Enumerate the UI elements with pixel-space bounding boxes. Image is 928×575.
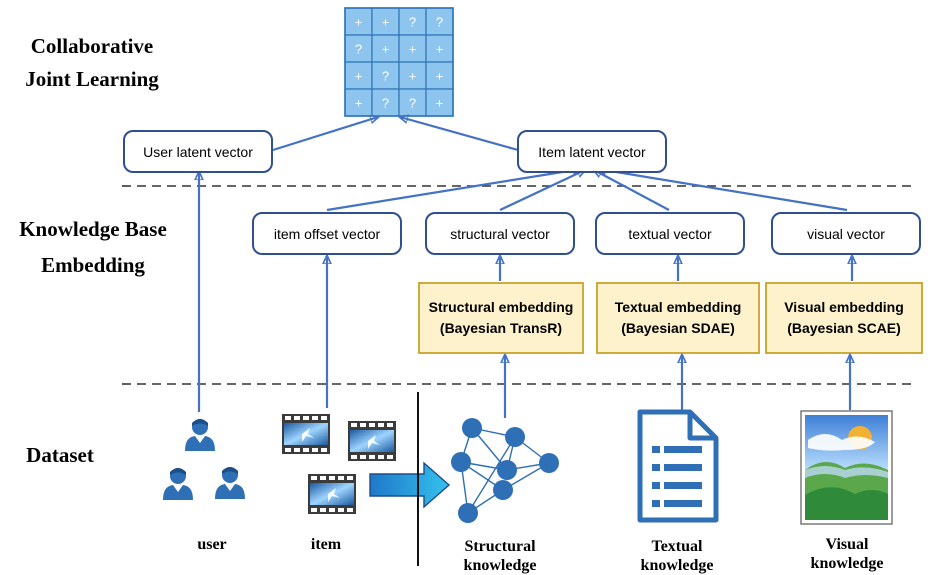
- item-offset-vector-label: item offset vector: [274, 226, 381, 242]
- arrow-structural-to-item-latent: [499, 170, 585, 211]
- visual-embedding-title: Visual embedding: [784, 299, 904, 315]
- matrix-cell-symbol: +: [409, 69, 417, 84]
- visual-embedding-box: Visual embedding (Bayesian SCAE): [765, 282, 923, 354]
- matrix-cell-symbol: ?: [436, 15, 443, 30]
- structural-embedding-title: Structural embedding: [429, 299, 574, 315]
- matrix-cell-symbol: +: [436, 96, 444, 111]
- structural-embedding-method: (Bayesian TransR): [440, 320, 562, 336]
- section-label-dataset: Dataset: [26, 443, 94, 467]
- structural-embedding-box: Structural embedding (Bayesian TransR): [418, 282, 584, 354]
- matrix-cell-symbol: +: [355, 69, 363, 84]
- matrix-cell: [371, 61, 400, 90]
- structural-vector-label: structural vector: [450, 226, 550, 242]
- arrow-user-to-matrix: [272, 117, 378, 152]
- landscape-image-icon: [800, 410, 893, 525]
- textual-embedding-box: Textual embedding (Bayesian SDAE): [596, 282, 760, 354]
- textual-vector-box: textual vector: [595, 212, 745, 255]
- arrow-textual-to-item-latent: [594, 170, 670, 211]
- matrix-cell-symbol: +: [355, 15, 363, 30]
- caption-textual-line2: knowledge: [641, 557, 714, 574]
- caption-textual-line1: Textual: [652, 538, 704, 555]
- visual-vector-box: visual vector: [771, 212, 921, 255]
- arrow-offset-to-item-latent: [326, 169, 581, 212]
- structural-vector-box: structural vector: [425, 212, 575, 255]
- arrow-visual-to-item-latent: [598, 169, 848, 212]
- item-offset-vector-box: item offset vector: [252, 212, 402, 255]
- caption-visual-line2: knowledge: [811, 555, 884, 572]
- visual-embedding-method: (Bayesian SCAE): [787, 320, 901, 336]
- visual-vector-label: visual vector: [807, 226, 885, 242]
- caption-visual-line1: Visual: [826, 536, 870, 553]
- matrix-cell-symbol: +: [409, 42, 417, 57]
- matrix-cell-symbol: ?: [382, 96, 389, 111]
- knowledge-graph-icon: [451, 418, 559, 523]
- matrix-cell: [425, 34, 454, 63]
- item-latent-vector-box: Item latent vector: [517, 130, 667, 173]
- big-arrow-item-to-structural-icon: [369, 461, 451, 509]
- matrix-cell-symbol: +: [355, 96, 363, 111]
- caption-structural-line2: knowledge: [464, 557, 537, 574]
- matrix-cell-symbol: ?: [409, 15, 416, 30]
- user-latent-vector-box: User latent vector: [123, 130, 273, 173]
- textual-embedding-method: (Bayesian SDAE): [621, 320, 735, 336]
- matrix-cell-symbol: +: [382, 15, 390, 30]
- matrix-cell-symbol: ?: [382, 69, 389, 84]
- matrix-cell: [371, 88, 400, 117]
- matrix-cell: [425, 88, 454, 117]
- matrix-cell: [425, 61, 454, 90]
- item-latent-vector-label: Item latent vector: [538, 144, 646, 160]
- document-icon: [637, 409, 719, 523]
- connectors: [199, 117, 852, 418]
- section-label-joint-learning: Joint Learning: [25, 67, 159, 91]
- item-film-icon: [282, 414, 396, 514]
- caption-structural-line1: Structural: [464, 538, 536, 555]
- textual-embedding-title: Textual embedding: [615, 299, 742, 315]
- textual-vector-label: textual vector: [628, 226, 712, 242]
- section-label-collaborative: Collaborative: [31, 34, 153, 58]
- section-label-embedding: Embedding: [41, 253, 145, 277]
- rating-matrix: + +??? + + + +? + + +?? +: [344, 7, 454, 117]
- matrix-cell-symbol: +: [436, 42, 444, 57]
- matrix-cell-symbol: ?: [409, 96, 416, 111]
- caption-item: item: [311, 536, 342, 553]
- matrix-cell-symbol: +: [382, 42, 390, 57]
- user-latent-vector-label: User latent vector: [143, 144, 253, 160]
- matrix-cell-symbol: +: [436, 69, 444, 84]
- user-group-icon: [163, 419, 245, 500]
- caption-user: user: [197, 536, 226, 553]
- arrow-item-to-matrix: [400, 117, 519, 152]
- matrix-cell-symbol: ?: [355, 42, 362, 57]
- section-label-knowledge-base: Knowledge Base: [19, 217, 167, 241]
